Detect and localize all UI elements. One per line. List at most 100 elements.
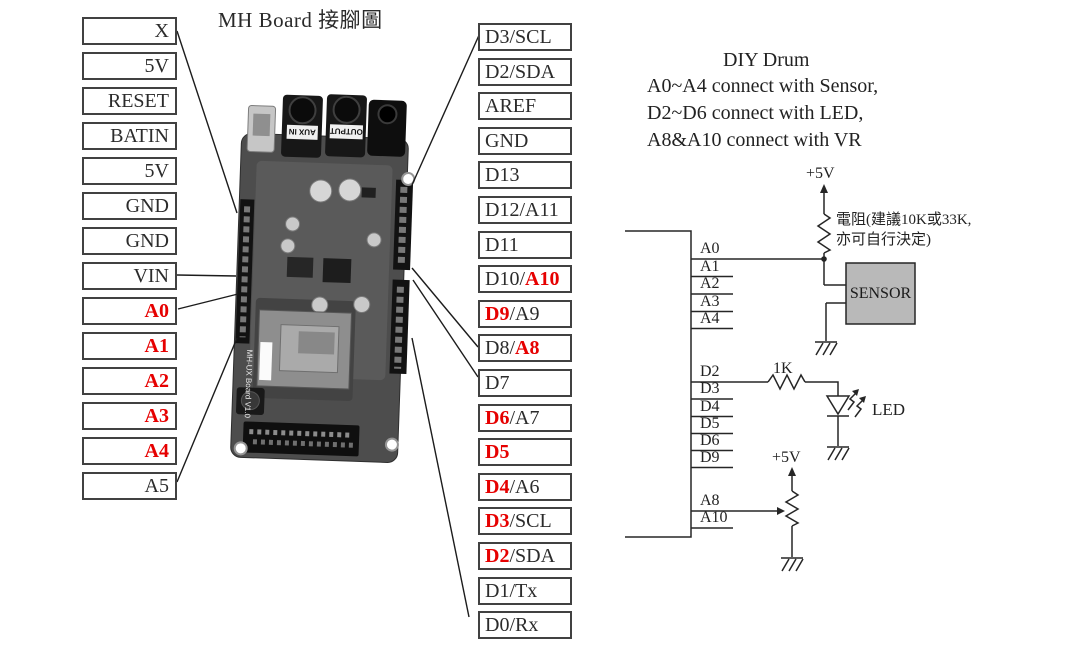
schematic-pin-label-d6: D6 <box>700 431 720 449</box>
output-label: OUTPUT <box>330 126 363 136</box>
callout-lines <box>176 30 481 618</box>
led-icon <box>825 395 851 416</box>
pin-label-segment: /A9 <box>509 302 540 325</box>
resistor-note-line2: 亦可自行決定) <box>836 232 931 248</box>
right-pin-box-17: D0/Rx <box>478 611 572 640</box>
schematic-pin-label-a1: A1 <box>700 257 720 275</box>
schematic-pin-label-a3: A3 <box>700 292 720 310</box>
right-pin-box-13: D4/A6 <box>478 472 572 501</box>
note-line-vr: A8&A10 connect with VR <box>647 129 862 151</box>
mini-usb-connector <box>246 104 277 153</box>
schematic-pin-label-a4: A4 <box>700 309 720 327</box>
left-pin-box-1-5v: 5V <box>82 52 177 80</box>
ground-icon <box>827 446 850 461</box>
schematic-pin-label-a8: A8 <box>700 492 720 509</box>
output-jack: OUTPUT <box>325 94 367 158</box>
vr-circuit <box>777 467 804 572</box>
right-pin-box-9: D8/A8 <box>478 334 572 363</box>
pin-label-segment: D11 <box>485 233 519 256</box>
mount-hole <box>401 172 416 187</box>
pin-label-segment: D6 <box>485 406 510 429</box>
right-pin-box-7: D10/A10 <box>478 265 572 294</box>
note-title: DIY Drum <box>723 49 810 71</box>
left-pin-box-11-a3: A3 <box>82 402 177 430</box>
pin-label-segment: D2 <box>485 545 510 567</box>
right-pin-box-16: D1/Tx <box>478 576 572 605</box>
right-pin-box-8: D9/A9 <box>478 299 572 328</box>
pin-label-segment: D3/SCL <box>485 26 552 48</box>
led-label: LED <box>872 400 906 419</box>
pin-label-segment: D0/Rx <box>485 614 539 637</box>
right-pin-box-12: D5 <box>478 438 572 467</box>
right-pin-box-1: D2/SDA <box>478 57 572 86</box>
schematic-pin-label-d4: D4 <box>700 397 720 415</box>
right-pin-box-15: D2/SDA <box>478 542 572 570</box>
pin-label-segment: /A7 <box>509 406 540 429</box>
board-silkscreen: MH-UX Board V1.0 <box>243 349 254 418</box>
board-photo: AUX IN OUTPUT <box>230 94 416 463</box>
right-pin-box-10: D7 <box>478 369 572 397</box>
bus-bracket <box>625 230 692 538</box>
right-pin-box-11: D6/A7 <box>478 403 572 432</box>
schematic-pin-label-d3: D3 <box>700 380 720 397</box>
plus5v-vr-label: +5V <box>772 449 801 466</box>
pin-label-segment: D3 <box>485 510 510 533</box>
resistor-1k-label: 1K <box>773 360 793 377</box>
left-pin-box-5-gnd: GND <box>82 192 177 220</box>
schematic-pin-label-d5: D5 <box>700 414 720 432</box>
right-pin-box-5: D12/A11 <box>478 196 572 224</box>
pin-label-segment: D5 <box>485 441 510 464</box>
schematic-pin-label-a0: A0 <box>700 240 720 257</box>
pin-label-segment: D7 <box>485 372 510 394</box>
pin-label-segment: D1/Tx <box>485 579 538 602</box>
aux-in-label: AUX IN <box>288 127 316 137</box>
right-pin-box-3: GND <box>478 126 572 155</box>
pin-label-segment: A8 <box>515 337 540 360</box>
mount-hole <box>384 437 399 452</box>
left-pin-box-10-a2: A2 <box>82 367 177 395</box>
pin-label-segment: /SDA <box>509 545 556 567</box>
pin-label-segment: /A6 <box>509 475 540 498</box>
ground-icon <box>815 341 838 356</box>
pin-label-segment: D10/ <box>485 268 525 291</box>
pin-label-segment: /SCL <box>509 510 552 533</box>
left-pin-box-12-a4: A4 <box>82 437 177 465</box>
left-pin-box-3-batin: BATIN <box>82 122 177 150</box>
pin-label-segment: D9 <box>485 302 510 325</box>
pin-label-segment: D12/A11 <box>485 199 559 221</box>
schematic-pin-label-d2: D2 <box>700 363 720 380</box>
push-button <box>235 387 265 416</box>
board-components <box>280 178 382 314</box>
left-pin-box-9-a1: A1 <box>82 332 177 360</box>
right-pin-box-4: D13 <box>478 161 572 190</box>
left-pin-box-2-reset: RESET <box>82 87 177 115</box>
left-pin-box-6-gnd: GND <box>82 227 177 255</box>
pin-label-segment: A10 <box>525 268 560 291</box>
resistor-note-line1: 電阻(建議10K或33K, <box>836 212 972 228</box>
pin-label-segment: GND <box>485 129 529 152</box>
led-circuit <box>767 373 866 461</box>
pin-label-segment: D8/ <box>485 337 515 360</box>
left-pin-box-13-a5: A5 <box>82 472 177 500</box>
page-title: MH Board 接腳圖 <box>218 8 383 32</box>
note-line-sensor: A0~A4 connect with Sensor, <box>647 75 879 97</box>
pin-label-segment: D2/SDA <box>485 60 556 83</box>
left-pin-box-8-a0: A0 <box>82 297 177 325</box>
dc-jack <box>367 99 407 157</box>
left-pin-box-4-5v: 5V <box>82 157 177 185</box>
pin-label-segment: D4 <box>485 475 510 498</box>
right-pin-box-0: D3/SCL <box>478 23 572 51</box>
pin-label-segment: AREF <box>485 95 537 118</box>
plus5v-sensor-label: +5V <box>806 165 835 182</box>
schematic-pin-label-a10: A10 <box>700 509 728 526</box>
ground-icon <box>781 557 804 572</box>
mount-hole <box>233 441 248 456</box>
right-pin-box-14: D3/SCL <box>478 507 572 536</box>
pin-label-segment: D13 <box>485 164 520 187</box>
aux-in-jack: AUX IN <box>281 94 323 158</box>
pin-headers <box>235 179 414 375</box>
radio-module <box>256 309 353 390</box>
sensor-box-label: SENSOR <box>849 284 912 302</box>
note-line-led: D2~D6 connect with LED, <box>647 102 864 124</box>
